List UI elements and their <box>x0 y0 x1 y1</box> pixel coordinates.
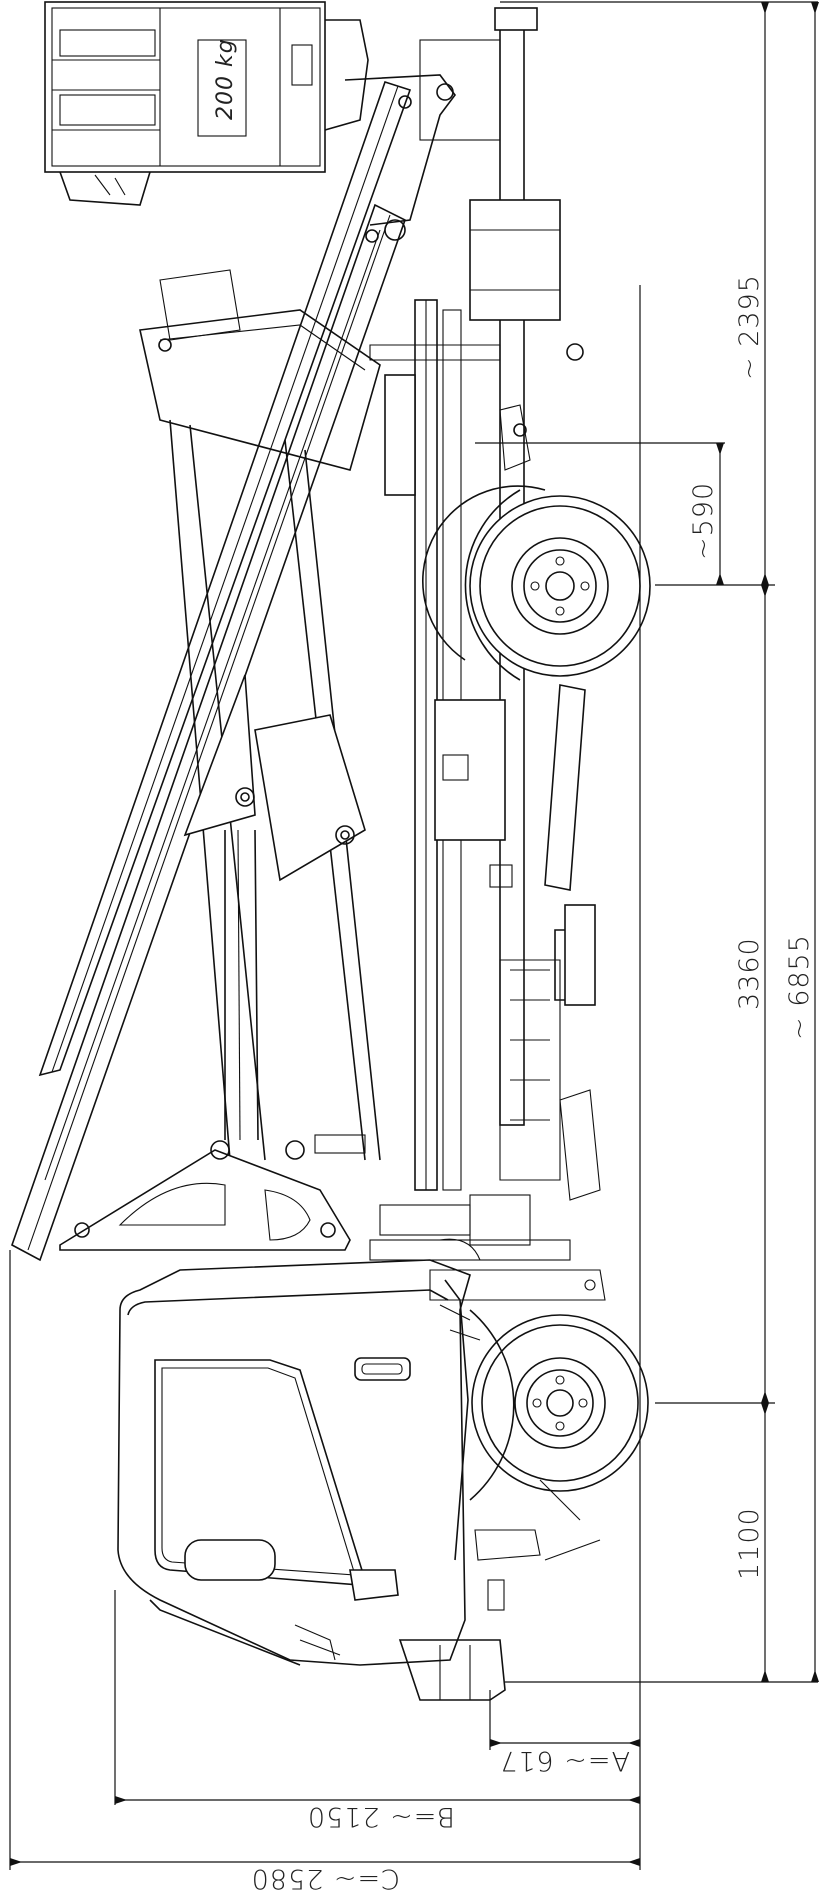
dimension-label-2395: ~ 2395 <box>734 274 765 380</box>
basket-load-label: 200 kg <box>213 38 238 120</box>
truck-cab <box>117 1259 601 1701</box>
dimension-label-C: C=~ 2580 <box>251 1863 400 1894</box>
main-boom <box>11 74 456 1262</box>
base-turret <box>59 1134 366 1251</box>
chassis-frame <box>369 7 584 1261</box>
front-details <box>429 1238 606 1341</box>
dimension-label-590: ~590 <box>688 482 719 560</box>
dimension-label-6855: ~ 6855 <box>784 934 815 1040</box>
dimension-lines-right <box>475 1 819 1690</box>
dimension-label-A: A=~ 617 <box>499 1745 630 1776</box>
arm-plates <box>183 674 366 1141</box>
dimension-label-B: B=~ 2150 <box>307 1801 455 1832</box>
platform-basket: 200 kg <box>44 1 369 206</box>
dimension-label-3360: 3360 <box>734 937 765 1010</box>
front-wheel <box>469 1309 649 1501</box>
dimension-label-1100: 1100 <box>734 1507 765 1580</box>
upper-arm <box>139 269 381 1161</box>
rear-wheel <box>422 485 651 681</box>
dimension-lines-bottom <box>9 1250 641 1870</box>
drive-shaft <box>499 404 601 1201</box>
